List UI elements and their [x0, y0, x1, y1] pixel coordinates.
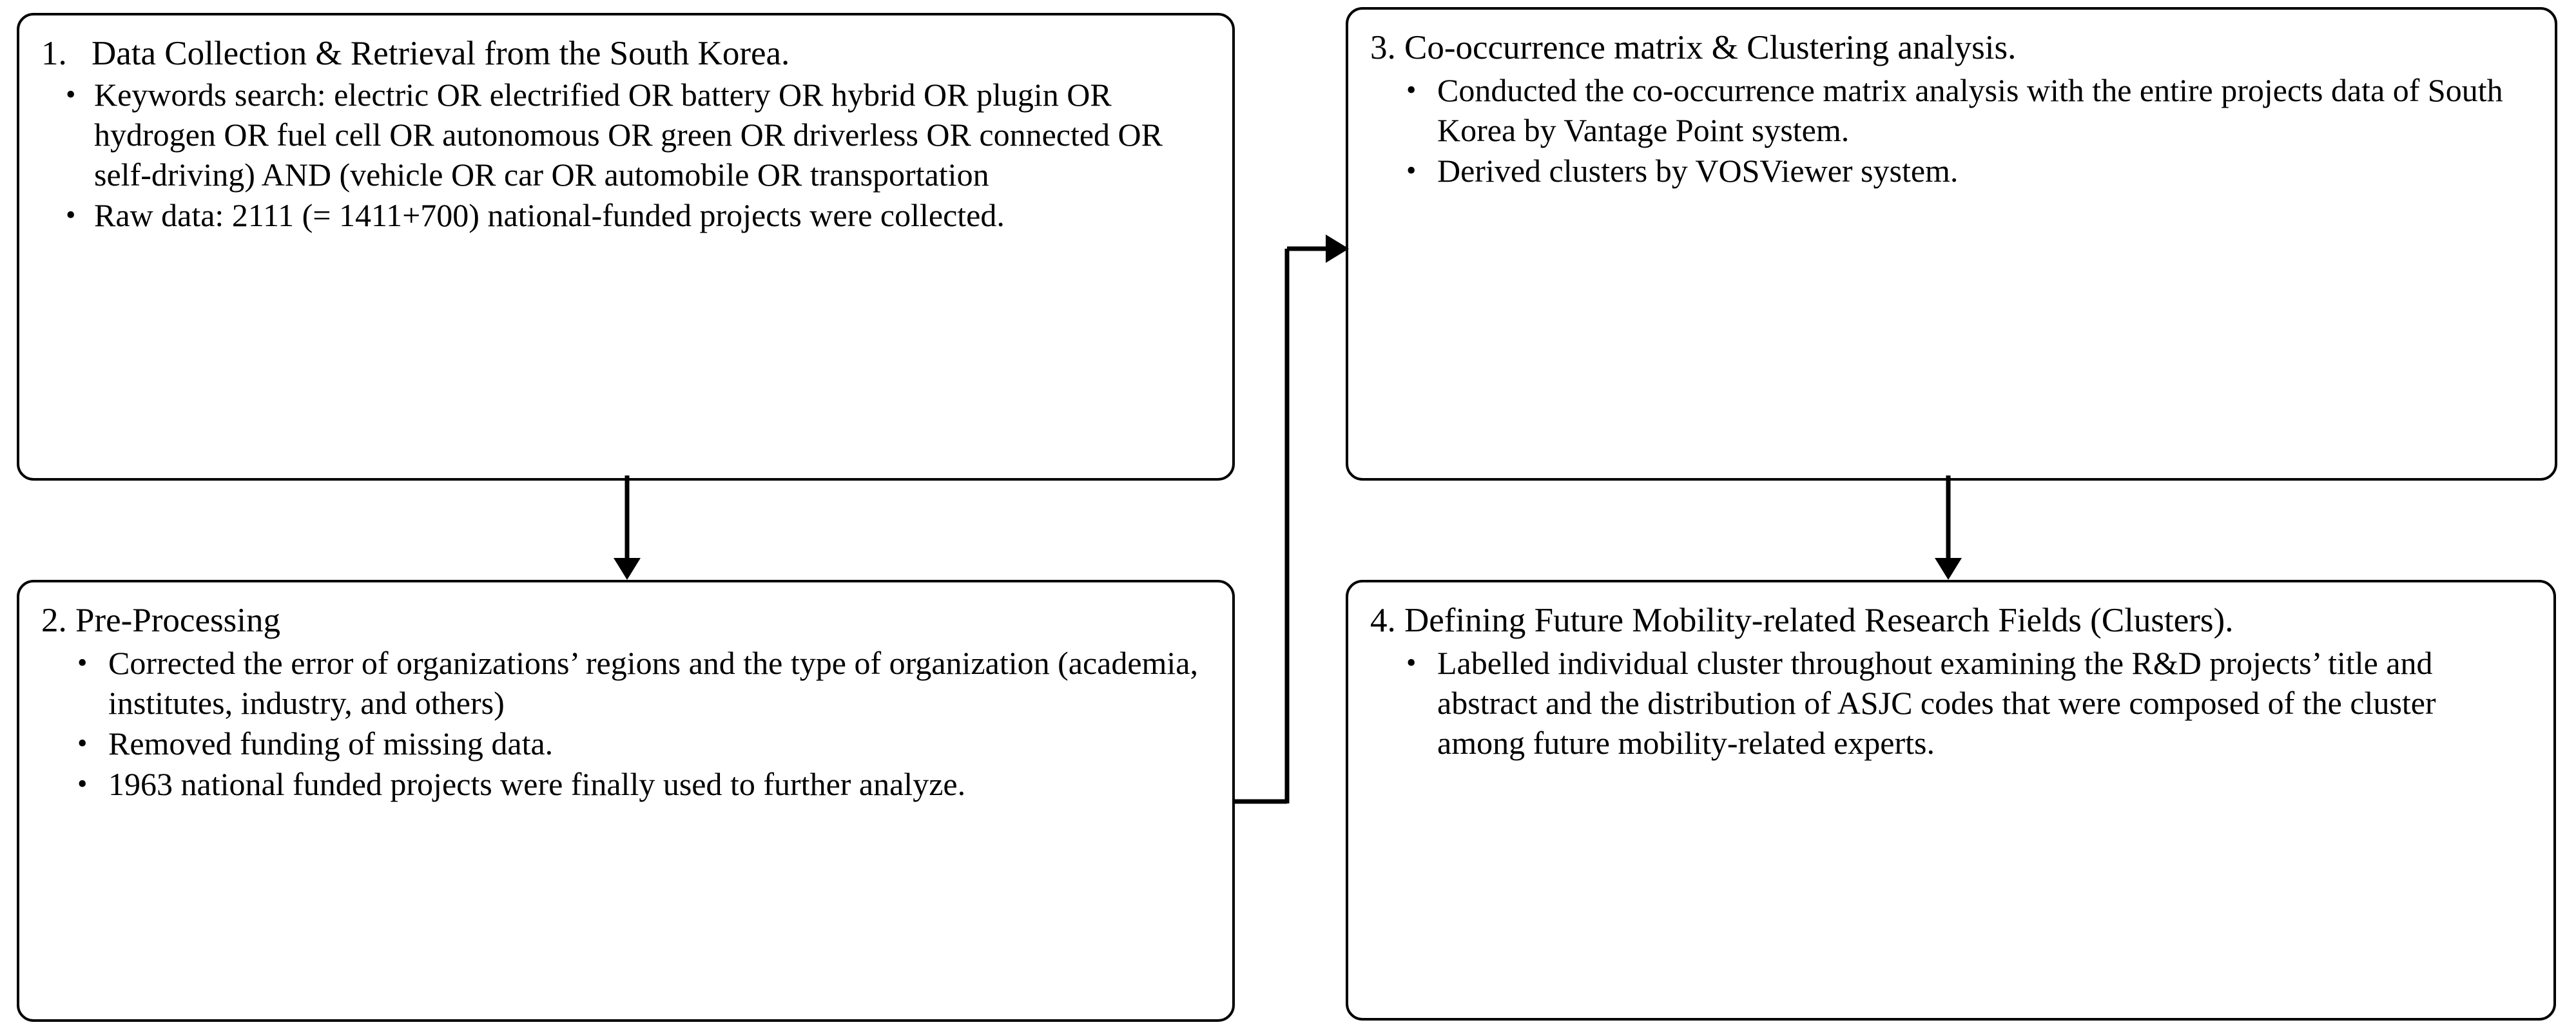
bullet-dot-icon: •: [1406, 647, 1417, 678]
connector-arrow-node2-to-node3: [1228, 235, 1357, 812]
node-2-title: 2. Pre-Processing: [41, 602, 280, 639]
node-1-bullet-1: • Raw data: 2111 (= 1411+700) national-f…: [41, 195, 1210, 235]
node-1-bullet-1-text: Raw data: 2111 (= 1411+700) national-fun…: [94, 197, 1005, 233]
node-1-bullet-0-text: Keywords search: electric OR electrified…: [94, 77, 1163, 193]
flowchart-node-4[interactable]: 4. Defining Future Mobility-related Rese…: [1346, 580, 2556, 1021]
node-2-bullet-list: • Corrected the error of organizations’ …: [41, 643, 1210, 804]
node-1-bullet-0: • Keywords search: electric OR electrifi…: [41, 75, 1210, 195]
node-2-bullet-2-text: 1963 national funded projects were final…: [108, 766, 966, 802]
flowchart-node-3[interactable]: 3. Co-occurrence matrix & Clustering ana…: [1346, 7, 2557, 481]
node-2-bullet-1: • Removed funding of missing data.: [41, 724, 1210, 763]
bullet-dot-icon: •: [66, 79, 76, 110]
node-2-bullet-0-text: Corrected the error of organizations’ re…: [108, 645, 1198, 721]
node-4-bullet-list: • Labelled individual cluster throughout…: [1370, 643, 2532, 763]
node-1-bullet-list: • Keywords search: electric OR electrifi…: [41, 75, 1210, 235]
connector-arrow-node3-to-node4: [1921, 475, 1979, 585]
node-3-title: 3. Co-occurrence matrix & Clustering ana…: [1370, 29, 2017, 66]
node-3-bullet-1-text: Derived clusters by VOSViewer system.: [1437, 153, 1959, 189]
node-2-bullet-2: • 1963 national funded projects were fin…: [41, 764, 1210, 804]
node-4-title: 4. Defining Future Mobility-related Rese…: [1370, 602, 2234, 639]
bullet-dot-icon: •: [77, 647, 88, 678]
node-1-title-text: Data Collection & Retrieval from the Sou…: [92, 35, 790, 72]
connector-arrow-node1-to-node2: [599, 475, 657, 585]
bullet-dot-icon: •: [1406, 155, 1417, 186]
node-3-bullet-0: • Conducted the co-occurrence matrix ana…: [1370, 70, 2533, 150]
node-1-number: 1.: [41, 35, 67, 72]
node-2-bullet-1-text: Removed funding of missing data.: [108, 725, 554, 762]
bullet-dot-icon: •: [1406, 74, 1417, 106]
flowchart-node-2[interactable]: 2. Pre-Processing • Corrected the error …: [17, 580, 1235, 1022]
node-4-bullet-0: • Labelled individual cluster throughout…: [1370, 643, 2532, 763]
bullet-dot-icon: •: [77, 727, 88, 759]
bullet-dot-icon: •: [77, 768, 88, 800]
node-1-title: 1. Data Collection & Retrieval from the …: [41, 32, 1210, 75]
node-2-bullet-0: • Corrected the error of organizations’ …: [41, 643, 1210, 723]
node-3-bullet-1: • Derived clusters by VOSViewer system.: [1370, 151, 2533, 191]
node-3-bullet-list: • Conducted the co-occurrence matrix ana…: [1370, 70, 2533, 191]
node-3-bullet-0-text: Conducted the co-occurrence matrix analy…: [1437, 72, 2503, 148]
node-4-bullet-0-text: Labelled individual cluster throughout e…: [1437, 645, 2436, 761]
flowchart-node-1[interactable]: 1. Data Collection & Retrieval from the …: [17, 13, 1235, 481]
bullet-dot-icon: •: [66, 199, 76, 231]
